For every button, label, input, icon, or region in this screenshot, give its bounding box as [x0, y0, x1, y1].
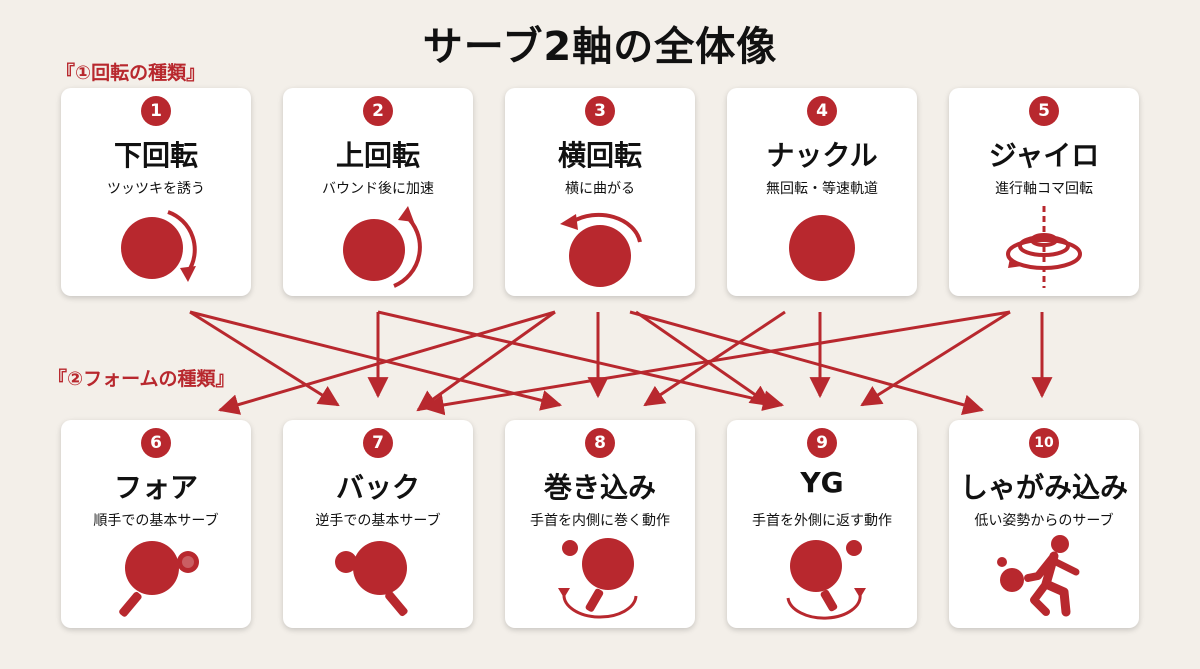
badge-9: 9 [807, 428, 837, 458]
card-desc: 順手での基本サーブ [93, 513, 219, 529]
card-title: しゃがみ込み [959, 471, 1128, 504]
section-label-form: 『②フォームの種類』 [48, 368, 235, 390]
card-title: 巻き込み [543, 471, 656, 504]
connector-arrow [217, 310, 556, 415]
connector-arrow [422, 310, 1011, 416]
connector-arrow [416, 310, 556, 412]
paddle-inward-wrist-icon [558, 538, 638, 619]
card-form-forehand: 6 フォア 順手での基本サーブ [61, 420, 251, 628]
card-title: フォア [113, 471, 198, 504]
ball-sidespin-arrow-icon [560, 212, 642, 287]
connector-arrow [189, 310, 340, 407]
card-form-crouch: 10 しゃがみ込み 低い姿勢からのサーブ [949, 420, 1139, 628]
badge-6: 6 [141, 428, 171, 458]
card-form-backhand: 7 バック 逆手での基本サーブ [283, 420, 473, 628]
gyro-spiral-icon [1006, 206, 1082, 288]
card-desc: ツッツキを誘う [107, 181, 205, 197]
card-desc: 無回転・等速軌道 [766, 181, 878, 197]
badge-1: 1 [141, 96, 171, 126]
badge-3: 3 [585, 96, 615, 126]
card-desc: 横に曲がる [565, 181, 635, 197]
card-spin-backspin: 1 下回転 ツッツキを誘う [61, 88, 251, 296]
connector-arrow [629, 310, 985, 416]
badge-5: 5 [1029, 96, 1059, 126]
ball-backspin-arrow-icon [121, 210, 197, 282]
page-title: サーブ2軸の全体像 [422, 24, 778, 70]
card-title: 上回転 [335, 139, 420, 172]
card-desc: 逆手での基本サーブ [315, 513, 441, 529]
badge-4: 4 [807, 96, 837, 126]
section-label-spin: 『①回転の種類』 [56, 62, 206, 84]
card-spin-gyro: 5 ジャイロ 進行軸コマ回転 [949, 88, 1139, 296]
card-title: ナックル [766, 139, 878, 172]
paddle-backhand-icon [335, 541, 408, 617]
card-desc: 進行軸コマ回転 [995, 181, 1093, 197]
connector-arrow [189, 310, 563, 411]
card-form-yg: 9 YG 手首を外側に返す動作 [727, 420, 917, 628]
card-title: YG [800, 466, 844, 499]
card-spin-sidespin: 3 横回転 横に曲がる [505, 88, 695, 296]
badge-10: 10 [1029, 428, 1059, 458]
card-spin-knuckle: 4 ナックル 無回転・等速軌道 [727, 88, 917, 296]
card-title: ジャイロ [988, 139, 1100, 172]
connector-arrow [643, 310, 786, 407]
card-desc: 低い姿勢からのサーブ [974, 513, 1114, 529]
card-title: バック [335, 471, 420, 504]
badge-2: 2 [363, 96, 393, 126]
badge-7: 7 [363, 428, 393, 458]
ball-icon [789, 215, 855, 281]
connector-arrow [860, 310, 1011, 407]
card-title: 横回転 [557, 139, 642, 172]
ball-topspin-arrow-icon [343, 206, 422, 288]
paddle-outward-wrist-icon [786, 540, 866, 620]
card-desc: 手首を外側に返す動作 [752, 513, 892, 529]
card-form-inward: 8 巻き込み 手首を内側に巻く動作 [505, 420, 695, 628]
connector-arrow [377, 310, 785, 411]
card-spin-topspin: 2 上回転 バウンド後に加速 [283, 88, 473, 296]
connector-arrow [635, 310, 772, 407]
crouching-player-icon [997, 535, 1080, 617]
paddle-forehand-icon [119, 541, 199, 617]
card-title: 下回転 [113, 139, 198, 172]
card-desc: 手首を内側に巻く動作 [530, 513, 670, 529]
card-desc: バウンド後に加速 [322, 181, 434, 197]
badge-8: 8 [585, 428, 615, 458]
